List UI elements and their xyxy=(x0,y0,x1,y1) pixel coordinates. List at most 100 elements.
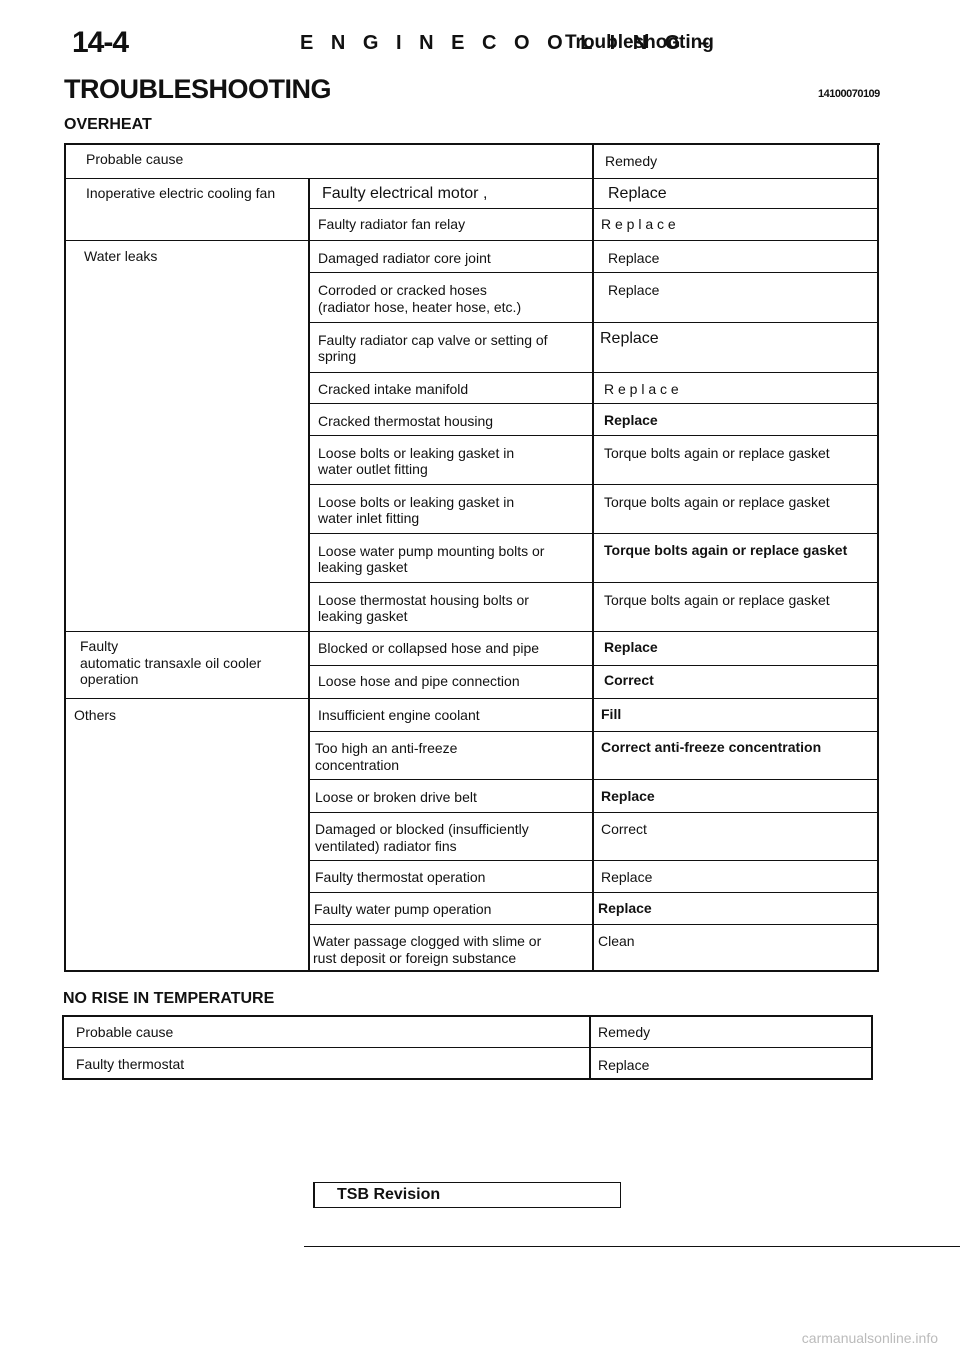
cause-text: Damaged radiator core joint xyxy=(318,250,491,266)
remedy-text: Replace xyxy=(604,412,658,428)
cause-text: ventilated) radiator fins xyxy=(315,838,457,854)
cause-text: leaking gasket xyxy=(318,608,408,624)
remedy-text: Correct xyxy=(601,821,647,837)
cause-text: Too high an anti-freeze xyxy=(315,740,458,756)
column-divider xyxy=(592,143,594,970)
cause-text: leaking gasket xyxy=(318,559,408,575)
column-header-remedy: Remedy xyxy=(598,1024,651,1040)
row-divider xyxy=(308,812,879,813)
cause-text: Loose bolts or leaking gasket in xyxy=(318,445,515,461)
cause-text: Water passage clogged with slime or xyxy=(313,933,542,949)
section-title: E N G I N E C O O L I N G – xyxy=(300,32,716,54)
cause-text: Faulty radiator cap valve or setting of xyxy=(318,332,548,348)
remedy-text: Replace xyxy=(604,639,658,655)
group-label: Faulty xyxy=(80,638,119,654)
group-divider xyxy=(64,698,879,699)
tsb-revision-label: TSB Revision xyxy=(337,1186,441,1203)
page-number: 14-4 xyxy=(72,26,129,59)
cause-text: Loose hose and pipe connection xyxy=(318,673,520,689)
row-divider xyxy=(308,272,879,273)
remedy-text: R e p l a c e xyxy=(604,381,679,397)
footer-rule xyxy=(304,1246,960,1247)
remedy-text: Replace xyxy=(598,1057,650,1073)
column-header-cause: Probable cause xyxy=(86,151,184,167)
group-divider xyxy=(64,631,879,632)
cause-text: Faulty thermostat xyxy=(76,1056,185,1072)
group-label: operation xyxy=(80,671,139,687)
row-divider xyxy=(308,779,879,780)
watermark: carmanualsonline.info xyxy=(801,1330,938,1346)
remedy-text: Correct anti-freeze concentration xyxy=(601,739,822,755)
remedy-text: Correct xyxy=(604,672,654,688)
group-label: Others xyxy=(74,707,117,723)
cause-text: concentration xyxy=(315,757,400,773)
tsb-revision-box: TSB Revision xyxy=(313,1182,621,1208)
row-divider xyxy=(308,533,879,534)
remedy-text: Replace xyxy=(600,330,659,347)
cause-text: Loose water pump mounting bolts or xyxy=(318,543,545,559)
cause-text: water inlet fitting xyxy=(318,510,420,526)
remedy-text: Torque bolts again or replace gasket xyxy=(604,494,830,510)
remedy-text: Replace xyxy=(608,185,667,202)
column-divider xyxy=(308,178,310,970)
table-bottom-border xyxy=(64,970,879,972)
page-title: TROUBLESHOOTING xyxy=(64,74,332,104)
cause-text: water outlet fitting xyxy=(318,461,428,477)
cause-text: Corroded or cracked hoses xyxy=(318,282,487,298)
row-divider xyxy=(308,403,879,404)
group-label: automatic transaxle oil cooler xyxy=(80,655,262,671)
table-right-border xyxy=(877,143,879,972)
cause-text: Loose or broken drive belt xyxy=(315,789,477,805)
row-divider xyxy=(308,484,879,485)
column-header-cause: Probable cause xyxy=(76,1024,174,1040)
section-subtitle: Troubleshooting xyxy=(565,32,714,53)
remedy-text: Clean xyxy=(598,933,635,949)
cause-text: Damaged or blocked (insufficiently xyxy=(315,821,529,837)
row-divider xyxy=(308,435,879,436)
table-left-border xyxy=(64,143,66,972)
group-label: Water leaks xyxy=(84,248,158,264)
remedy-text: Torque bolts again or replace gasket xyxy=(604,592,830,608)
remedy-text: Torque bolts again or replace gasket xyxy=(604,445,830,461)
group-divider xyxy=(64,240,879,241)
cause-text: Faulty electrical motor , xyxy=(322,185,488,202)
group-label: Inoperative electric cooling fan xyxy=(86,185,276,201)
row-divider xyxy=(308,924,879,925)
cause-text: (radiator hose, heater hose, etc.) xyxy=(318,299,522,315)
no-rise-heading: NO RISE IN TEMPERATURE xyxy=(63,990,275,1007)
row-divider xyxy=(308,582,879,583)
cause-text: Faulty thermostat operation xyxy=(315,869,486,885)
cause-text: Faulty water pump operation xyxy=(314,901,492,917)
row-divider xyxy=(308,208,879,209)
row-divider xyxy=(308,731,879,732)
cause-text: rust deposit or foreign substance xyxy=(313,950,517,966)
remedy-text: Replace xyxy=(601,869,653,885)
cause-text: spring xyxy=(318,348,357,364)
cause-text: Loose bolts or leaking gasket in xyxy=(318,494,515,510)
table-top-border xyxy=(64,143,880,145)
table-top-border xyxy=(62,1015,873,1017)
remedy-text: Replace xyxy=(608,282,660,298)
row-divider xyxy=(308,665,879,666)
row-divider xyxy=(308,322,879,323)
remedy-text: R e p l a c e xyxy=(601,216,676,232)
header-divider xyxy=(64,178,879,179)
column-header-remedy: Remedy xyxy=(605,153,658,169)
cause-text: Blocked or collapsed hose and pipe xyxy=(318,640,540,656)
remedy-text: Fill xyxy=(601,706,622,722)
table-bottom-border xyxy=(62,1078,873,1080)
cause-text: Faulty radiator fan relay xyxy=(318,216,466,232)
remedy-text: Replace xyxy=(601,788,655,804)
cause-text: Cracked intake manifold xyxy=(318,381,469,397)
overheat-heading: OVERHEAT xyxy=(64,116,152,133)
cause-text: Loose thermostat housing bolts or xyxy=(318,592,529,608)
remedy-text: Torque bolts again or replace gasket xyxy=(604,542,848,558)
row-divider xyxy=(308,892,879,893)
document-code: 14100070109 xyxy=(818,88,880,100)
row-divider xyxy=(308,372,879,373)
cause-text: Cracked thermostat housing xyxy=(318,413,494,429)
column-divider xyxy=(589,1015,591,1079)
remedy-text: Replace xyxy=(608,250,660,266)
remedy-text: Replace xyxy=(598,900,652,916)
cause-text: Insufficient engine coolant xyxy=(318,707,480,723)
